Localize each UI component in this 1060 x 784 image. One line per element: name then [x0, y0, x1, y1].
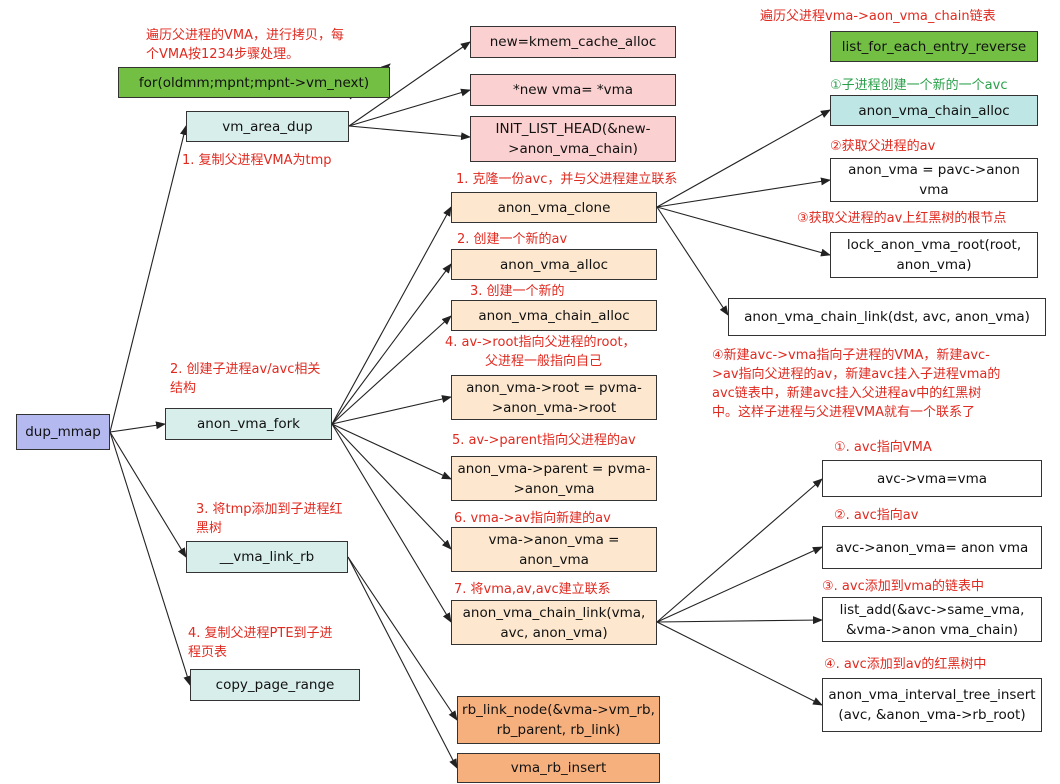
anon-vma-pavc-node: anon_vma = pavc->anon vma — [830, 158, 1038, 202]
anon-vma-fork-node: anon_vma_fork — [165, 408, 332, 440]
alloc-annotation: 2. 创建一个新的av — [457, 232, 568, 247]
chain-alloc-annotation: 3. 创建一个新的 — [470, 284, 565, 299]
avc-anon-vma-node: avc->anon_vma= anon vma — [822, 526, 1042, 569]
dup-mmap-node: dup_mmap — [16, 414, 110, 450]
anon-vma-chain-alloc-node: anon_vma_chain_alloc — [451, 300, 657, 331]
step2-annotation: 2. 创建子进程av/avc相关 结构 — [170, 362, 321, 396]
vm-area-dup-node: vm_area_dup — [186, 111, 349, 142]
list-for-each-reverse-node: list_for_each_entry_reverse — [830, 31, 1038, 62]
vma-anon-vma-assign-node: vma->anon_vma = anon_vma — [451, 527, 657, 572]
sub3-annotation: ③. avc添加到vma的链表中 — [822, 579, 985, 594]
list-add-node: list_add(&avc->same_vma, &vma->anon vma_… — [822, 597, 1042, 642]
avc-vma-node: avc->vma=vma — [822, 460, 1042, 497]
for-loop-node: for(oldmm;mpnt;mpnt->vm_next) — [118, 67, 390, 98]
anon-vma-alloc-node: anon_vma_alloc — [451, 249, 657, 280]
reverse-annotation: 遍历父进程vma->aon_vma_chain链表 — [760, 9, 996, 24]
step4-annotation: 4. 复制父进程PTE到子进 程页表 — [188, 626, 333, 660]
sub1-annotation: ①. avc指向VMA — [834, 440, 932, 455]
anon-vma-clone-node: anon_vma_clone — [451, 192, 657, 223]
sub4-annotation: ④. avc添加到av的红黑树中 — [824, 657, 987, 672]
step3-annotation: 3. 将tmp添加到子进程红 黑树 — [196, 502, 343, 536]
vma-annotation: 6. vma->av指向新建的av — [454, 511, 611, 526]
anon-vma-chain-link-right-node: anon_vma_chain_link(dst, avc, anon_vma) — [728, 298, 1046, 336]
lock-anon-vma-root-node: lock_anon_vma_root(root, anon_vma) — [830, 232, 1038, 278]
copy-page-range-node: copy_page_range — [190, 669, 360, 701]
parent-annotation: 5. av->parent指向父进程的av — [452, 433, 636, 448]
vma-rb-insert-node: vma_rb_insert — [457, 753, 660, 783]
anon-vma-chain-link-node: anon_vma_chain_link(vma, avc, anon_vma) — [451, 600, 657, 645]
kmem-cache-alloc-node: new=kmem_cache_alloc — [470, 26, 676, 58]
link-annotation: 7. 将vma,av,avc建立联系 — [454, 582, 611, 597]
circle4-annotation: ④新建avc->vma指向子进程的VMA，新建avc- >av指向父进程的av，… — [712, 348, 1001, 420]
anon-vma-parent-assign-node: anon_vma->parent = pvma->anon_vma — [451, 456, 657, 501]
circle1-annotation: ①子进程创建一个新的一个avc — [830, 78, 1008, 93]
sub2-annotation: ②. avc指向av — [834, 508, 919, 523]
interval-tree-insert-node: anon_vma_interval_tree_insert (avc, &ano… — [822, 678, 1042, 732]
vma-link-rb-node: __vma_link_rb — [186, 541, 348, 573]
anon-vma-root-assign-node: anon_vma->root = pvma->anon_vma->root — [451, 375, 657, 420]
init-list-head-node: INIT_LIST_HEAD(&new->anon_vma_chain) — [470, 116, 676, 162]
new-vma-copy-node: *new vma= *vma — [470, 74, 676, 106]
root-annotation: 4. av->root指向父进程的root， 父进程一般指向自己 — [445, 335, 636, 369]
circle3-annotation: ③获取父进程的av上红黑树的根节点 — [797, 211, 1007, 226]
loop-annotation: 遍历父进程的VMA，进行拷贝，每 个VMA按1234步骤处理。 — [146, 28, 345, 62]
clone-annotation: 1. 克隆一份avc，并与父进程建立联系 — [456, 172, 678, 187]
rb-link-node-node: rb_link_node(&vma->vm_rb, rb_parent, rb_… — [457, 696, 660, 744]
anon-vma-chain-alloc-right-node: anon_vma_chain_alloc — [830, 95, 1038, 126]
circle2-annotation: ②获取父进程的av — [830, 139, 936, 154]
step1-annotation: 1. 复制父进程VMA为tmp — [182, 153, 332, 168]
